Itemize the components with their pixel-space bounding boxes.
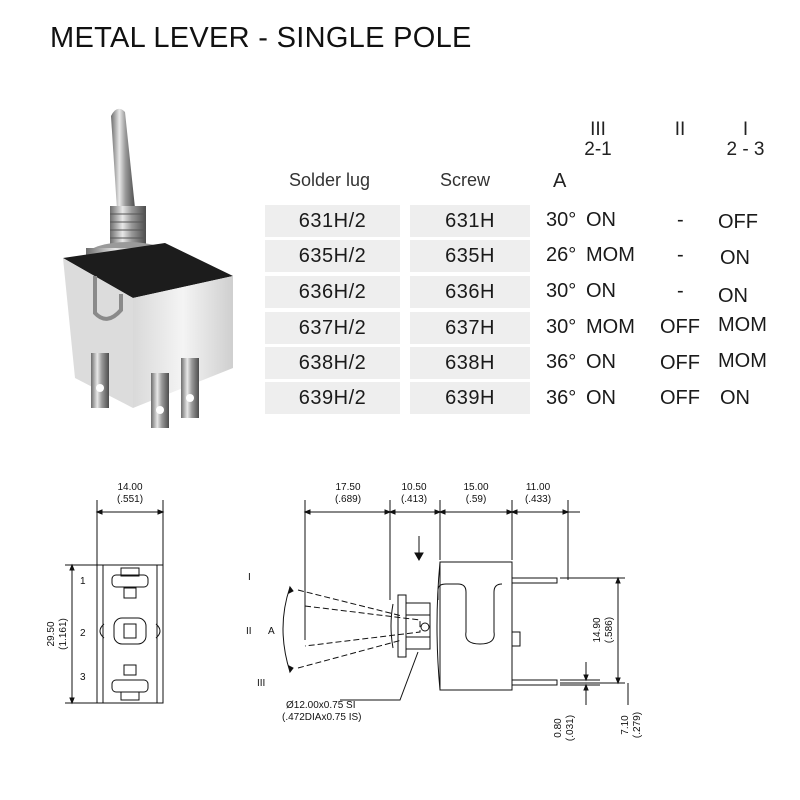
screw-cell: 638H: [410, 347, 530, 379]
dim-15-00-in: (.59): [466, 494, 487, 505]
thread-mm: Ø12.00x0.75 SI: [286, 700, 356, 711]
front-height-in: (1.161): [58, 618, 69, 650]
pos-i-cell: MOM: [718, 314, 767, 336]
pos-i-cell: ON: [720, 387, 750, 409]
screw-cell: 637H: [410, 312, 530, 344]
angle-cell: 36°: [546, 351, 577, 373]
tab-length-in: (.279): [632, 712, 643, 738]
pos-iii-cell: ON: [586, 280, 616, 302]
pos-ii-cell: -: [677, 244, 684, 266]
pos-i-label: I: [248, 572, 251, 583]
toggle-switch-photo: [63, 108, 233, 428]
pos-ii-cell: -: [677, 280, 684, 302]
thread-in: (.472DIAx0.75 IS): [282, 712, 361, 723]
solder-cell: 637H/2: [265, 312, 400, 344]
pos-ii-cell: OFF: [660, 316, 700, 338]
angle-cell: 26°: [546, 244, 577, 266]
solder-cell: 636H/2: [265, 276, 400, 308]
pos-ii-cell: OFF: [660, 352, 700, 374]
front-width-in: (.551): [117, 494, 143, 505]
screw-header: Screw: [440, 170, 491, 190]
solder-cell: 639H/2: [265, 382, 400, 414]
pos-ii-cell: -: [677, 209, 684, 231]
terminal-3-label: 3: [80, 672, 86, 683]
angle-cell: 30°: [546, 280, 577, 302]
solder-cell: 631H/2: [265, 205, 400, 237]
terminal-1-label: 1: [80, 576, 86, 587]
front-width-mm: 14.00: [117, 482, 142, 493]
pos-i-cell: MOM: [718, 350, 767, 372]
tab-thickness-in: (.031): [565, 715, 576, 741]
pos-i-cell: ON: [720, 247, 750, 269]
dim-10-50-in: (.413): [401, 494, 427, 505]
side-view: [282, 500, 629, 705]
terminal-2-label: 2: [80, 628, 86, 639]
angle-cell: 30°: [546, 209, 577, 231]
solder-cell: 635H/2: [265, 240, 400, 272]
solder-cell: 638H/2: [265, 347, 400, 379]
pos-i-cell: ON: [718, 285, 748, 307]
screw-cell: 639H: [410, 382, 530, 414]
screw-cell: 636H: [410, 276, 530, 308]
pos-iii-cell: ON: [586, 387, 616, 409]
body-height-in: (.586): [604, 617, 615, 643]
angle-a-label: A: [268, 626, 275, 637]
solder-lug-header: Solder lug: [289, 170, 371, 190]
dim-17-50: 17.50: [335, 482, 360, 493]
pos-ii-label: II: [246, 626, 252, 637]
pos-iii-cell: MOM: [586, 316, 635, 338]
pos-iii-cell: ON: [586, 351, 616, 373]
pos-iii-cell: ON: [586, 209, 616, 231]
pos-i-cell: OFF: [718, 211, 758, 233]
angle-cell: 30°: [546, 316, 577, 338]
dim-17-50-in: (.689): [335, 494, 361, 505]
body-height-mm: 14.90: [592, 617, 603, 642]
pos-iii-cell: MOM: [586, 244, 635, 266]
dim-10-50: 10.50: [401, 482, 426, 493]
screw-cell: 635H: [410, 240, 530, 272]
dim-11-00-in: (.433): [525, 494, 551, 505]
page-title: METAL LEVER - SINGLE POLE: [50, 22, 472, 54]
angle-header: A: [553, 170, 567, 192]
screw-cell: 631H: [410, 205, 530, 237]
dim-15-00: 15.00: [463, 482, 488, 493]
pos-ii-cell: OFF: [660, 387, 700, 409]
front-height-mm: 29.50: [46, 621, 57, 646]
dim-11-00: 11.00: [526, 482, 551, 493]
pos-iii-label: III: [257, 678, 265, 689]
angle-cell: 36°: [546, 387, 577, 409]
tab-thickness-mm: 0.80: [553, 718, 564, 738]
tab-length-mm: 7.10: [620, 715, 631, 735]
position-ii-header: II: [674, 119, 686, 140]
front-view: [65, 500, 165, 705]
